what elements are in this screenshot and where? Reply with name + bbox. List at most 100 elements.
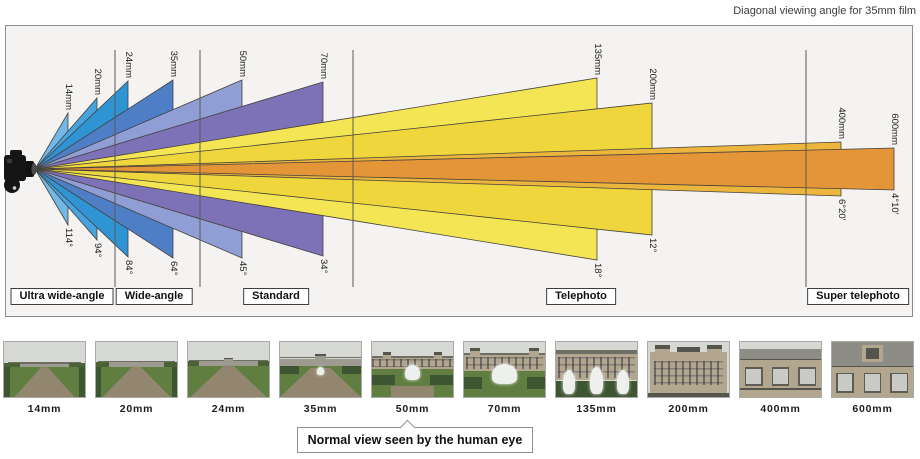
photo-layer [405, 365, 420, 381]
photo-layer [372, 355, 453, 358]
category-wide-angle: Wide-angle [115, 288, 193, 305]
photo-layer [4, 367, 11, 397]
thumbnail-label: 135mm [576, 403, 617, 415]
thumbnail-photo [371, 341, 454, 398]
thumbnail-photo [647, 341, 730, 398]
photo-layer [430, 375, 453, 385]
photo-layer [78, 367, 85, 397]
angle-label-24mm: 84° [123, 260, 134, 275]
focal-label-35mm: 35mm [168, 50, 179, 77]
category-telephoto: Telephoto [546, 288, 616, 305]
photo-layer [188, 360, 199, 371]
thumbnail-label: 24mm [211, 403, 246, 415]
photo-layer [655, 344, 670, 349]
category-super-telephoto: Super telephoto [807, 288, 909, 305]
thumbnail-photo [555, 341, 638, 398]
angle-label-35mm: 64° [168, 261, 179, 276]
thumbnail-label: 70mm [487, 403, 522, 415]
thumbnail-135mm: 135mm [555, 341, 638, 415]
angle-label-70mm: 34° [318, 259, 329, 274]
focal-label-70mm: 70mm [318, 52, 329, 79]
focal-label-14mm: 14mm [63, 83, 74, 110]
photo-layer [372, 375, 395, 385]
photo-layer [527, 377, 545, 390]
photo-layer [648, 392, 729, 397]
photo-layer [96, 366, 101, 397]
focal-label-135mm: 135mm [592, 43, 603, 75]
photo-layer [677, 346, 700, 352]
photo-layer [391, 386, 434, 397]
focal-label-20mm: 20mm [92, 68, 103, 95]
photo-layer [314, 354, 327, 358]
thumbnail-600mm: 600mm [831, 341, 914, 415]
photo-layer [98, 362, 175, 367]
photo-layer [773, 368, 788, 385]
photo-layer [492, 364, 517, 384]
angle-label-14mm: 114° [63, 228, 74, 247]
thumbnail-14mm: 14mm [3, 341, 86, 415]
photo-layer [799, 368, 815, 385]
thumbnail-photo [831, 341, 914, 398]
chart-title: Diagonal viewing angle for 35mm film [733, 5, 916, 17]
camera-icon [4, 150, 37, 193]
thumbnail-label: 200mm [668, 403, 709, 415]
photo-layer [464, 377, 482, 390]
photo-layer [740, 359, 821, 361]
thumbnail-photo [739, 341, 822, 398]
thumbnail-photo [279, 341, 362, 398]
thumbnail-50mm: 50mm [371, 341, 454, 415]
photo-layer [746, 368, 762, 385]
thumbnail-label: 600mm [852, 403, 893, 415]
thumbnail-photo [463, 341, 546, 398]
thumbnail-70mm: 70mm [463, 341, 546, 415]
photo-layer [837, 374, 853, 391]
category-ultra-wide-angle: Ultra wide-angle [10, 288, 114, 305]
thumbnail-35mm: 35mm [279, 341, 362, 415]
human-eye-callout: Normal view seen by the human eye [297, 419, 533, 453]
category-standard: Standard [243, 288, 309, 305]
angle-label-200mm: 12° [647, 238, 658, 253]
angle-label-50mm: 45° [237, 261, 248, 276]
photo-layer [740, 342, 821, 350]
photo-layer [616, 369, 629, 394]
photo-layer [96, 361, 109, 371]
photo-layer [590, 366, 603, 395]
thumbnail-20mm: 20mm [95, 341, 178, 415]
photo-layer [464, 353, 545, 356]
photo-layer [314, 356, 327, 366]
photo-layer [653, 360, 724, 385]
photo-layer [172, 366, 177, 397]
angle-fan [33, 50, 895, 287]
photo-layer [891, 374, 907, 391]
photo-layer [258, 360, 269, 371]
photo-layer [832, 366, 913, 368]
angle-label-135mm: 18° [592, 263, 603, 278]
thumbnail-200mm: 200mm [647, 341, 730, 415]
thumbnail-label: 35mm [303, 403, 338, 415]
photo-layer [866, 348, 879, 360]
focal-label-200mm: 200mm [647, 68, 658, 100]
thumbnail-photo [95, 341, 178, 398]
angle-label-400mm: 6°20' [836, 199, 847, 221]
photo-layer [433, 352, 443, 357]
focal-label-50mm: 50mm [237, 50, 248, 77]
photo-layer [740, 349, 821, 361]
photo-layer [382, 352, 392, 357]
focal-label-600mm: 600mm [889, 113, 900, 145]
photo-layer [317, 366, 324, 375]
photo-layer [8, 363, 81, 368]
angle-label-600mm: 4°10' [889, 193, 900, 215]
angle-label-20mm: 94° [92, 243, 103, 258]
photo-layer [8, 362, 81, 364]
focal-label-400mm: 400mm [836, 107, 847, 139]
photo-layer [164, 361, 177, 371]
thumbnail-label: 20mm [119, 403, 154, 415]
photo-layer [563, 369, 576, 394]
photo-layer [372, 358, 453, 368]
photo-layer [98, 360, 175, 363]
photo-layer [865, 374, 880, 391]
callout-text: Normal view seen by the human eye [307, 433, 523, 447]
